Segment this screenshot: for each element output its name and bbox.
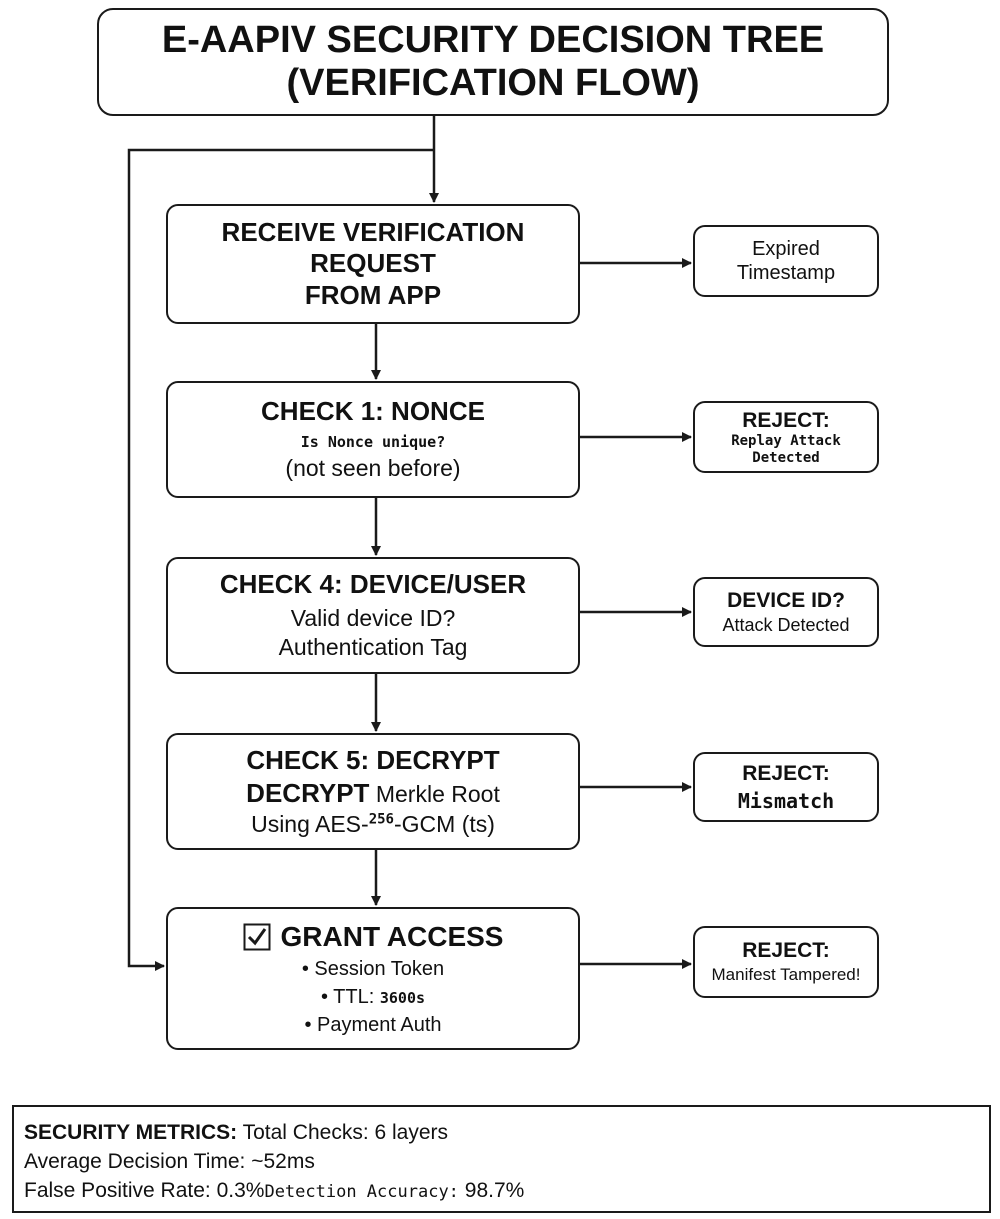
grant-heading: GRANT ACCESS	[280, 920, 504, 952]
replay-line-1: Replay Attack	[731, 432, 841, 449]
metrics-accuracy-value: 98.7%	[464, 1178, 525, 1202]
device-line-2: Authentication Tag	[278, 634, 468, 661]
device-id-heading: DEVICE ID?	[727, 588, 845, 612]
grant-bullet-payment: • Payment Auth	[304, 1014, 442, 1037]
decrypt-line-2-post: -GCM (ts)	[393, 810, 495, 837]
mismatch-line-1: Mismatch	[737, 788, 835, 813]
grant-ttl-label: TTL:	[333, 986, 375, 1009]
step-receive-request: RECEIVE VERIFICATION REQUEST FROM APP	[166, 204, 580, 324]
security-metrics-panel: SECURITY METRICS: Total Checks: 6 layers…	[12, 1105, 991, 1213]
nonce-note: (not seen before)	[285, 455, 461, 482]
outcome-device-id: DEVICE ID? Attack Detected	[693, 577, 879, 647]
metrics-line-1: SECURITY METRICS: Total Checks: 6 layers	[24, 1119, 989, 1148]
grant-bullet-session-text: Session Token	[314, 958, 445, 981]
manifest-line-1: Manifest Tampered!	[711, 965, 861, 985]
step-check-decrypt: CHECK 5: DECRYPT DECRYPT Merkle Root Usi…	[166, 733, 580, 850]
decrypt-line-2-sup: 256	[368, 811, 394, 828]
device-line-1: Valid device ID?	[290, 604, 456, 631]
device-heading: CHECK 4: DEVICE/USER	[219, 569, 527, 600]
replay-heading: REJECT:	[742, 408, 830, 432]
grant-ttl-value: 3600s	[379, 989, 426, 1008]
metrics-line-3: False Positive Rate: 0.3%Detection Accur…	[24, 1177, 989, 1206]
device-id-line-1: Attack Detected	[722, 614, 850, 635]
decrypt-line-1-bold: DECRYPT	[246, 777, 370, 808]
outcome-manifest-tampered: REJECT: Manifest Tampered!	[693, 926, 879, 998]
outcome-replay-attack: REJECT: Replay Attack Detected	[693, 401, 879, 473]
title-line-2: (VERIFICATION FLOW)	[286, 62, 700, 104]
decrypt-line-2: Using AES-256-GCM (ts)	[251, 811, 495, 839]
nonce-heading: CHECK 1: NONCE	[261, 396, 485, 427]
outcome-expired-timestamp: Expired Timestamp	[693, 225, 879, 297]
grant-bullet-session: • Session Token	[301, 958, 445, 981]
decrypt-heading: CHECK 5: DECRYPT	[246, 744, 500, 775]
step-check-device: CHECK 4: DEVICE/USER Valid device ID? Au…	[166, 557, 580, 674]
step-check-nonce: CHECK 1: NONCE Is Nonce unique? (not see…	[166, 381, 580, 498]
connector-bypass-to-grant	[127, 148, 434, 971]
receive-line-1: RECEIVE VERIFICATION	[221, 217, 525, 248]
grant-bullet-ttl: • TTL: 3600s	[320, 986, 426, 1009]
expired-line-2: Timestamp	[736, 262, 836, 284]
manifest-heading: REJECT:	[742, 939, 830, 963]
grant-heading-row: GRANT ACCESS	[243, 920, 504, 954]
grant-bullet-payment-text: Payment Auth	[317, 1014, 442, 1037]
decrypt-line-1: DECRYPT Merkle Root	[246, 778, 500, 809]
step-grant-access: GRANT ACCESS • Session Token • TTL: 3600…	[166, 907, 580, 1050]
nonce-question: Is Nonce unique?	[300, 433, 446, 452]
decrypt-line-1-rest: Merkle Root	[375, 780, 500, 807]
receive-line-3: FROM APP	[304, 279, 442, 310]
diagram-title: E-AAPIV SECURITY DECISION TREE (VERIFICA…	[97, 8, 889, 116]
receive-line-2: REQUEST	[310, 248, 436, 279]
metrics-avg-time: Average Decision Time: ~52ms	[24, 1149, 315, 1173]
checkbox-check-icon	[243, 923, 271, 951]
replay-line-2: Detected	[752, 449, 820, 466]
expired-line-1: Expired	[752, 238, 820, 260]
metrics-label: SECURITY METRICS:	[24, 1121, 238, 1144]
metrics-accuracy-label: Detection Accuracy:	[264, 1181, 459, 1202]
outcome-mismatch: REJECT: Mismatch	[693, 752, 879, 822]
metrics-total-checks: Total Checks: 6 layers	[242, 1121, 449, 1144]
decrypt-line-2-pre: Using AES-	[251, 810, 369, 837]
title-line-1: E-AAPIV SECURITY DECISION TREE	[161, 18, 825, 61]
mismatch-heading: REJECT:	[742, 762, 830, 786]
metrics-false-positive: False Positive Rate: 0.3%	[24, 1178, 265, 1202]
